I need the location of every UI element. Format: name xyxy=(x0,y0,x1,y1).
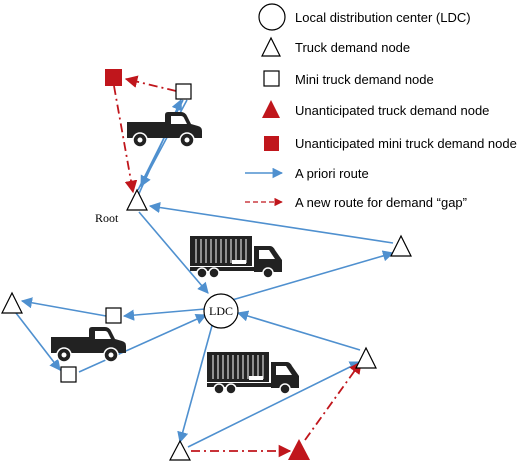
mini-node-top xyxy=(175,83,192,100)
unanticipated-mini-node xyxy=(105,69,122,86)
truck-node-left xyxy=(1,291,23,314)
legend-u-truck-node-label: Unanticipated truck demand node xyxy=(295,103,489,118)
legend-u-mini-node-symbol xyxy=(264,136,279,151)
root-truck-node xyxy=(126,188,148,211)
route-right-low-to-ldc xyxy=(236,310,361,351)
legend-ldc-label: Local distribution center (LDC) xyxy=(295,10,471,25)
route-right-to-root xyxy=(148,201,394,244)
legend-u-mini-node-label: Unanticipated mini truck demand node xyxy=(295,136,517,151)
container-truck-icon xyxy=(190,236,282,279)
legend-ldc-symbol xyxy=(258,3,286,31)
pickup-truck-icon xyxy=(51,327,126,363)
truck-node-bottom xyxy=(169,439,191,461)
unanticipated-truck-node xyxy=(288,439,310,460)
pickup-truck-icon xyxy=(127,112,202,148)
legend-mini-node-label: Mini truck demand node xyxy=(295,72,434,87)
route-left-to-mini-low xyxy=(15,312,61,371)
apriori-routes xyxy=(15,98,395,448)
legend-u-truck-node-symbol xyxy=(262,100,280,118)
legend-mini-node-symbol xyxy=(263,70,280,87)
mini-node-mid xyxy=(105,307,122,324)
truck-node-right-low xyxy=(355,346,377,369)
gap-routes xyxy=(113,75,362,458)
legend-truck-node-label: Truck demand node xyxy=(295,40,410,55)
gap-route-utruck-to-right-low xyxy=(304,360,362,441)
legend: Local distribution center (LDC) Truck de… xyxy=(245,3,517,210)
route-ldc-to-bottom xyxy=(177,321,214,444)
mini-node-low xyxy=(60,366,77,383)
route-mini-mid-to-left xyxy=(20,297,107,317)
container-truck-icon xyxy=(207,352,299,395)
nodes: Root LDC xyxy=(1,69,412,461)
route-ldc-to-mini-mid xyxy=(122,308,206,321)
truck-node-right xyxy=(390,234,412,257)
root-label: Root xyxy=(95,211,119,225)
route-mini-low-to-ldc xyxy=(78,314,208,373)
gap-route-umini-to-root xyxy=(113,85,138,194)
route-ldc-to-right xyxy=(231,250,395,301)
legend-gap-label: A new route for demand “gap” xyxy=(295,195,467,210)
legend-truck-node-symbol xyxy=(261,36,281,57)
legend-apriori-label: A priori route xyxy=(295,166,369,181)
gap-route-mini-to-umini xyxy=(124,75,177,92)
ldc-node xyxy=(203,293,239,329)
route-bottom-to-right-low xyxy=(187,361,362,448)
route-root-to-ldc xyxy=(138,211,209,294)
ldc-label: LDC xyxy=(209,304,233,318)
